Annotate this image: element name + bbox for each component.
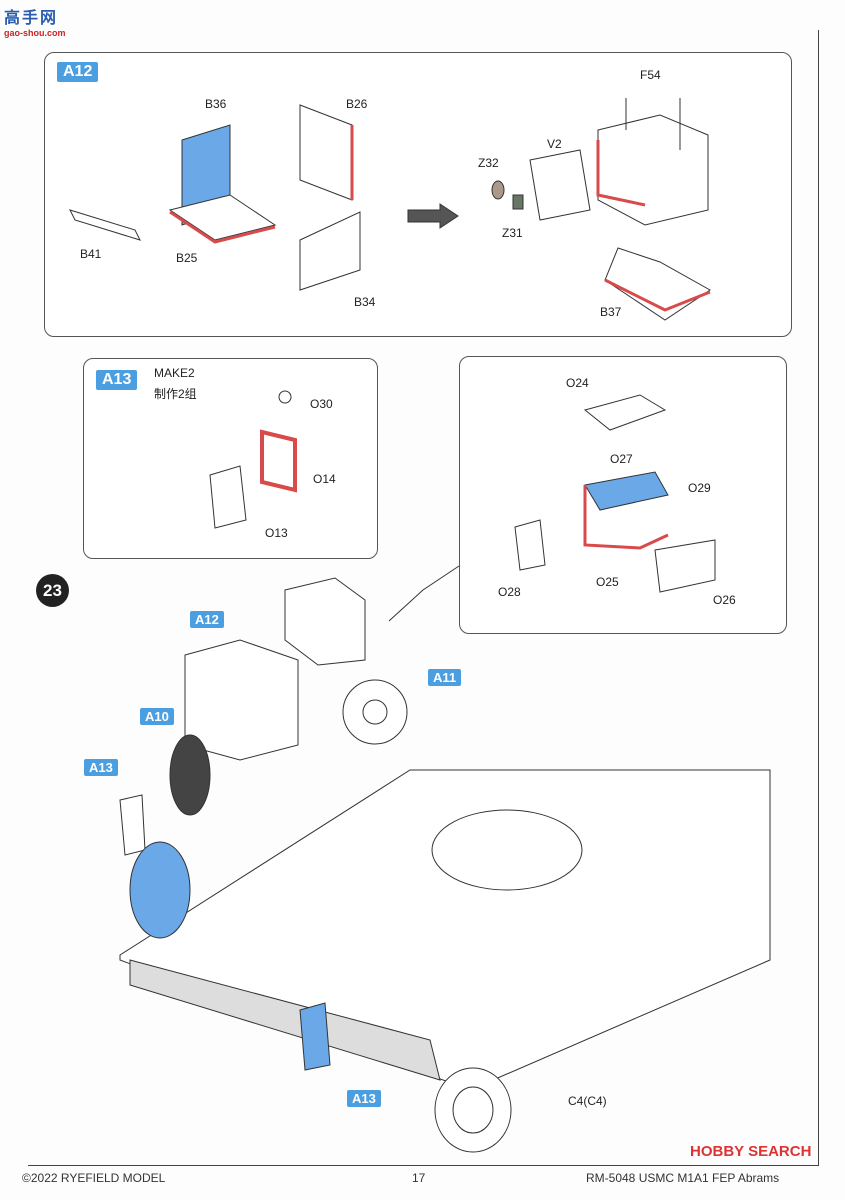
kit-title: RM-5048 USMC M1A1 FEP Abrams [586, 1171, 780, 1185]
part-label: O24 [566, 376, 589, 390]
make-note: MAKE2 [154, 366, 195, 380]
step-tag-a13: A13 [96, 370, 138, 390]
logo-chinese: 高手网 [4, 10, 59, 27]
panel-a13 [83, 358, 378, 559]
part-label: B26 [346, 97, 368, 111]
part-label: V2 [547, 137, 562, 151]
step-number: 23 [36, 574, 69, 607]
watermark-logo: HOBBY SEARCH [690, 1143, 812, 1160]
copyright: ©2022 RYEFIELD MODEL [22, 1171, 166, 1185]
part-label: F54 [640, 68, 661, 82]
part-label: O13 [265, 526, 288, 540]
part-label: O29 [688, 481, 711, 495]
part-label: B25 [176, 251, 198, 265]
subassembly-tag-a12: A12 [190, 611, 224, 628]
wheel-label: C4(C4) [568, 1094, 607, 1108]
subassembly-tag-a13-lower: A13 [347, 1090, 381, 1107]
part-label: B34 [354, 295, 376, 309]
step-tag-a12: A12 [57, 62, 99, 82]
part-label: O28 [498, 585, 521, 599]
page-frame [28, 30, 819, 1166]
page-number: 17 [412, 1171, 426, 1185]
part-label: O27 [610, 452, 633, 466]
part-label: O30 [310, 397, 333, 411]
part-label: Z31 [502, 226, 523, 240]
make-note-cn: 制作2组 [154, 387, 197, 401]
subassembly-tag-a11: A11 [428, 669, 462, 686]
part-label: Z32 [478, 156, 499, 170]
site-logo: 高手网 gao-shou.com [4, 4, 66, 38]
part-label: B41 [80, 247, 102, 261]
subassembly-tag-a10: A10 [140, 708, 174, 725]
part-label: B37 [600, 305, 622, 319]
part-label: B36 [205, 97, 227, 111]
part-label: O25 [596, 575, 619, 589]
subassembly-tag-a13: A13 [84, 759, 118, 776]
part-label: O26 [713, 593, 736, 607]
logo-url: gao-shou.com [4, 28, 66, 38]
part-label: O14 [313, 472, 336, 486]
